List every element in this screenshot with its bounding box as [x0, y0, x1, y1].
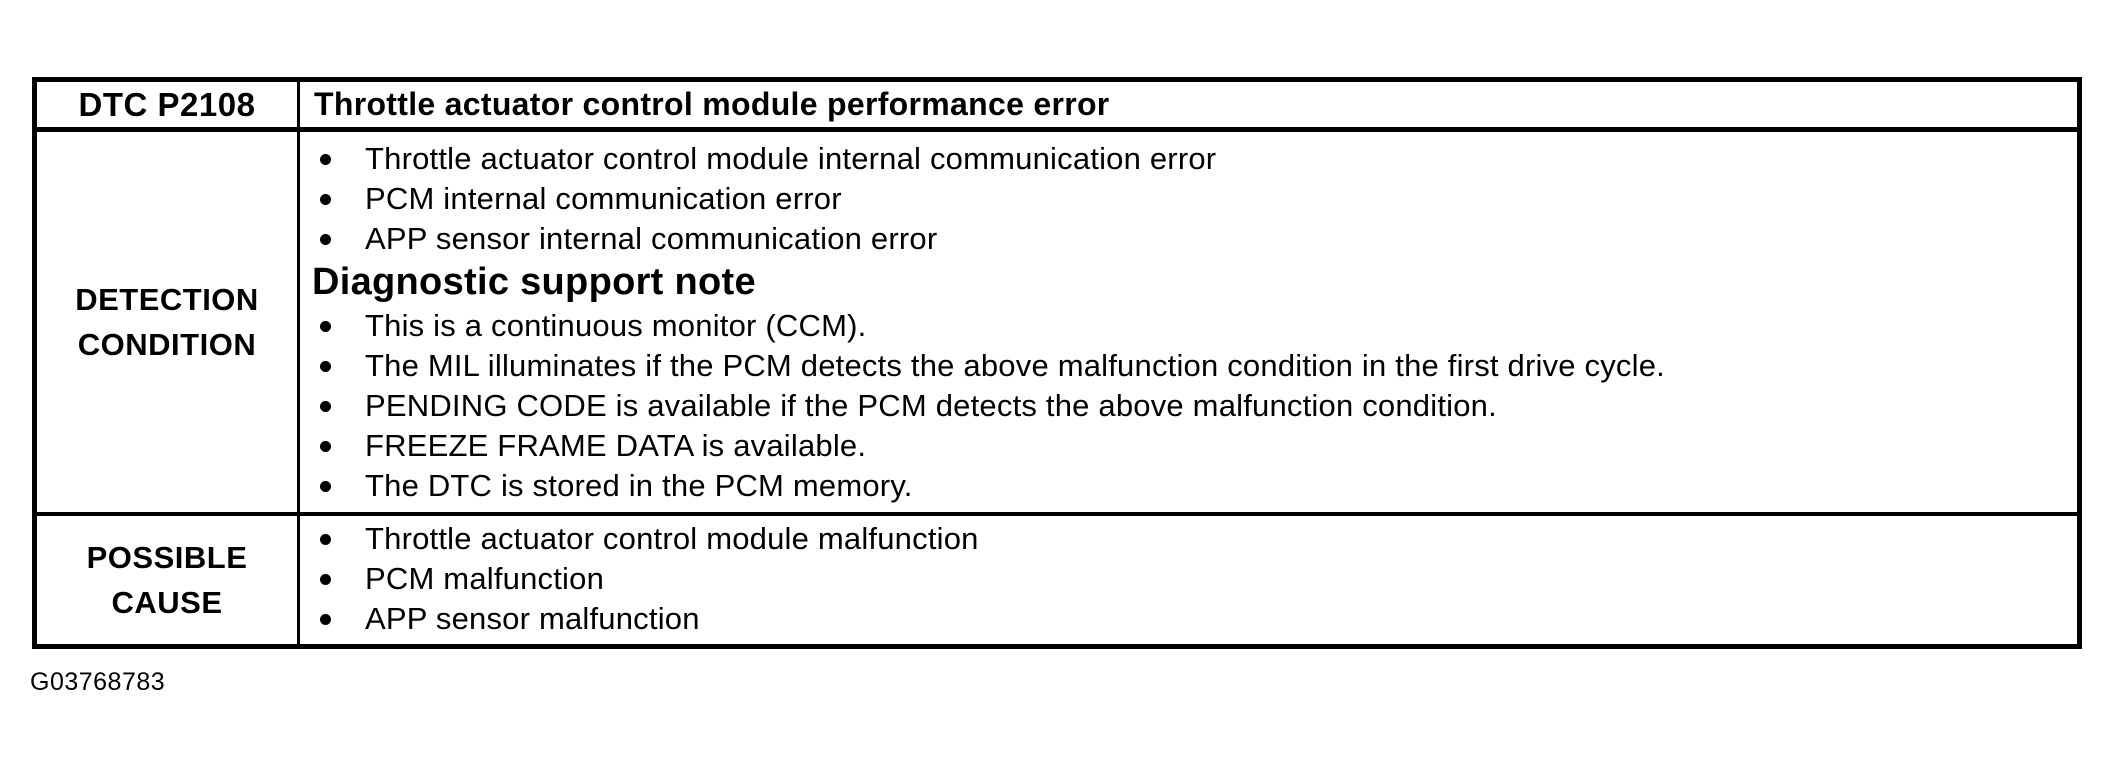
- bullet-icon: [320, 194, 331, 205]
- list-item-text: Throttle actuator control module malfunc…: [365, 521, 979, 556]
- list-item: PCM internal communication error: [300, 179, 2077, 219]
- list-item-text: The DTC is stored in the PCM memory.: [365, 468, 913, 503]
- list-item: PENDING CODE is available if the PCM det…: [300, 386, 2077, 426]
- possible-cause-label-cell: POSSIBLE CAUSE: [37, 516, 300, 644]
- list-item: FREEZE FRAME DATA is available.: [300, 426, 2077, 466]
- detection-condition-label-cell: DETECTION CONDITION: [37, 132, 300, 516]
- possible-cause-list: Throttle actuator control module malfunc…: [300, 519, 2077, 639]
- list-item: The DTC is stored in the PCM memory.: [300, 466, 2077, 506]
- detection-condition-content-cell: Throttle actuator control module interna…: [300, 132, 2077, 516]
- list-item: Throttle actuator control module malfunc…: [300, 519, 2077, 559]
- list-item: PCM malfunction: [300, 559, 2077, 599]
- detection-label-line1: DETECTION: [75, 282, 259, 317]
- list-item-text: PCM malfunction: [365, 561, 605, 596]
- list-item-text: PENDING CODE is available if the PCM det…: [365, 388, 1497, 423]
- possible-cause-label-line2: CAUSE: [111, 585, 223, 620]
- bullet-icon: [320, 401, 331, 412]
- list-item: APP sensor internal communication error: [300, 219, 2077, 259]
- list-item-text: APP sensor internal communication error: [365, 221, 938, 256]
- dtc-code: DTC P2108: [78, 85, 256, 123]
- possible-cause-content-cell: Throttle actuator control module malfunc…: [300, 516, 2077, 644]
- list-item-text: APP sensor malfunction: [365, 601, 700, 636]
- bullet-icon: [320, 574, 331, 585]
- list-item: Throttle actuator control module interna…: [300, 139, 2077, 179]
- list-item-text: Throttle actuator control module interna…: [365, 141, 1217, 176]
- list-item: This is a continuous monitor (CCM).: [300, 306, 2077, 346]
- dtc-title: Throttle actuator control module perform…: [314, 86, 1110, 122]
- bullet-icon: [320, 614, 331, 625]
- list-item-text: This is a continuous monitor (CCM).: [365, 308, 867, 343]
- bullet-icon: [320, 534, 331, 545]
- bullet-icon: [320, 321, 331, 332]
- possible-cause-label-line1: POSSIBLE: [86, 540, 248, 575]
- bullet-icon: [320, 234, 331, 245]
- bullet-icon: [320, 361, 331, 372]
- detection-primary-list: Throttle actuator control module interna…: [300, 139, 2077, 259]
- bullet-icon: [320, 154, 331, 165]
- bullet-icon: [320, 441, 331, 452]
- list-item-text: PCM internal communication error: [365, 181, 842, 216]
- bullet-icon: [320, 481, 331, 492]
- list-item-text: The MIL illuminates if the PCM detects t…: [365, 348, 1665, 383]
- detection-label-line2: CONDITION: [77, 327, 257, 362]
- figure-id: G03768783: [30, 668, 166, 696]
- dtc-table: DTC P2108 Throttle actuator control modu…: [32, 77, 2082, 649]
- detection-note-list: This is a continuous monitor (CCM). The …: [300, 306, 2077, 506]
- dtc-title-cell: Throttle actuator control module perform…: [300, 82, 2077, 132]
- diagnostic-support-note-heading: Diagnostic support note: [312, 261, 756, 303]
- list-item-text: FREEZE FRAME DATA is available.: [365, 428, 867, 463]
- list-item: APP sensor malfunction: [300, 599, 2077, 639]
- list-item: The MIL illuminates if the PCM detects t…: [300, 346, 2077, 386]
- dtc-code-cell: DTC P2108: [37, 82, 300, 132]
